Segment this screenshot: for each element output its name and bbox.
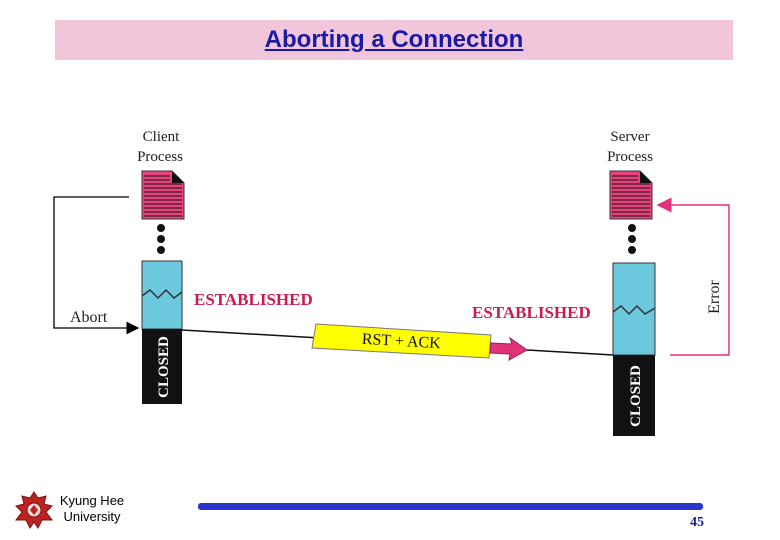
error-label: Error bbox=[706, 279, 723, 313]
university-name: Kyung Hee University bbox=[52, 493, 132, 525]
server-document-icon bbox=[609, 170, 653, 220]
server-process-label-line2: Process bbox=[607, 149, 653, 165]
university-name-line1: Kyung Hee bbox=[59, 493, 125, 508]
page-number: 45 bbox=[690, 515, 704, 530]
title-bar: Aborting a Connection bbox=[55, 20, 733, 60]
footer-divider bbox=[198, 503, 703, 510]
segment-label: RST + ACK bbox=[361, 331, 441, 353]
university-name-line2: University bbox=[63, 509, 121, 524]
client-timeline bbox=[141, 260, 183, 404]
abort-label: Abort bbox=[70, 309, 108, 326]
server-timeline bbox=[612, 262, 656, 436]
client-process-label-line1: Client bbox=[143, 129, 180, 145]
client-ellipsis-dots bbox=[157, 224, 165, 254]
client-document-icon bbox=[141, 170, 185, 220]
server-state-closed: CLOSED bbox=[628, 365, 644, 427]
abort-arrow bbox=[53, 196, 140, 335]
server-process-label-line1: Server bbox=[610, 129, 649, 145]
error-arrow bbox=[656, 197, 730, 356]
page-title: Aborting a Connection bbox=[264, 26, 524, 53]
rst-ack-segment bbox=[181, 323, 614, 361]
server-ellipsis-dots bbox=[628, 224, 636, 254]
server-state-established: ESTABLISHED bbox=[472, 303, 591, 322]
client-state-established: ESTABLISHED bbox=[194, 290, 313, 309]
client-state-closed: CLOSED bbox=[156, 336, 172, 398]
client-process-label-line2: Process bbox=[137, 149, 183, 165]
university-logo-icon bbox=[15, 491, 53, 529]
